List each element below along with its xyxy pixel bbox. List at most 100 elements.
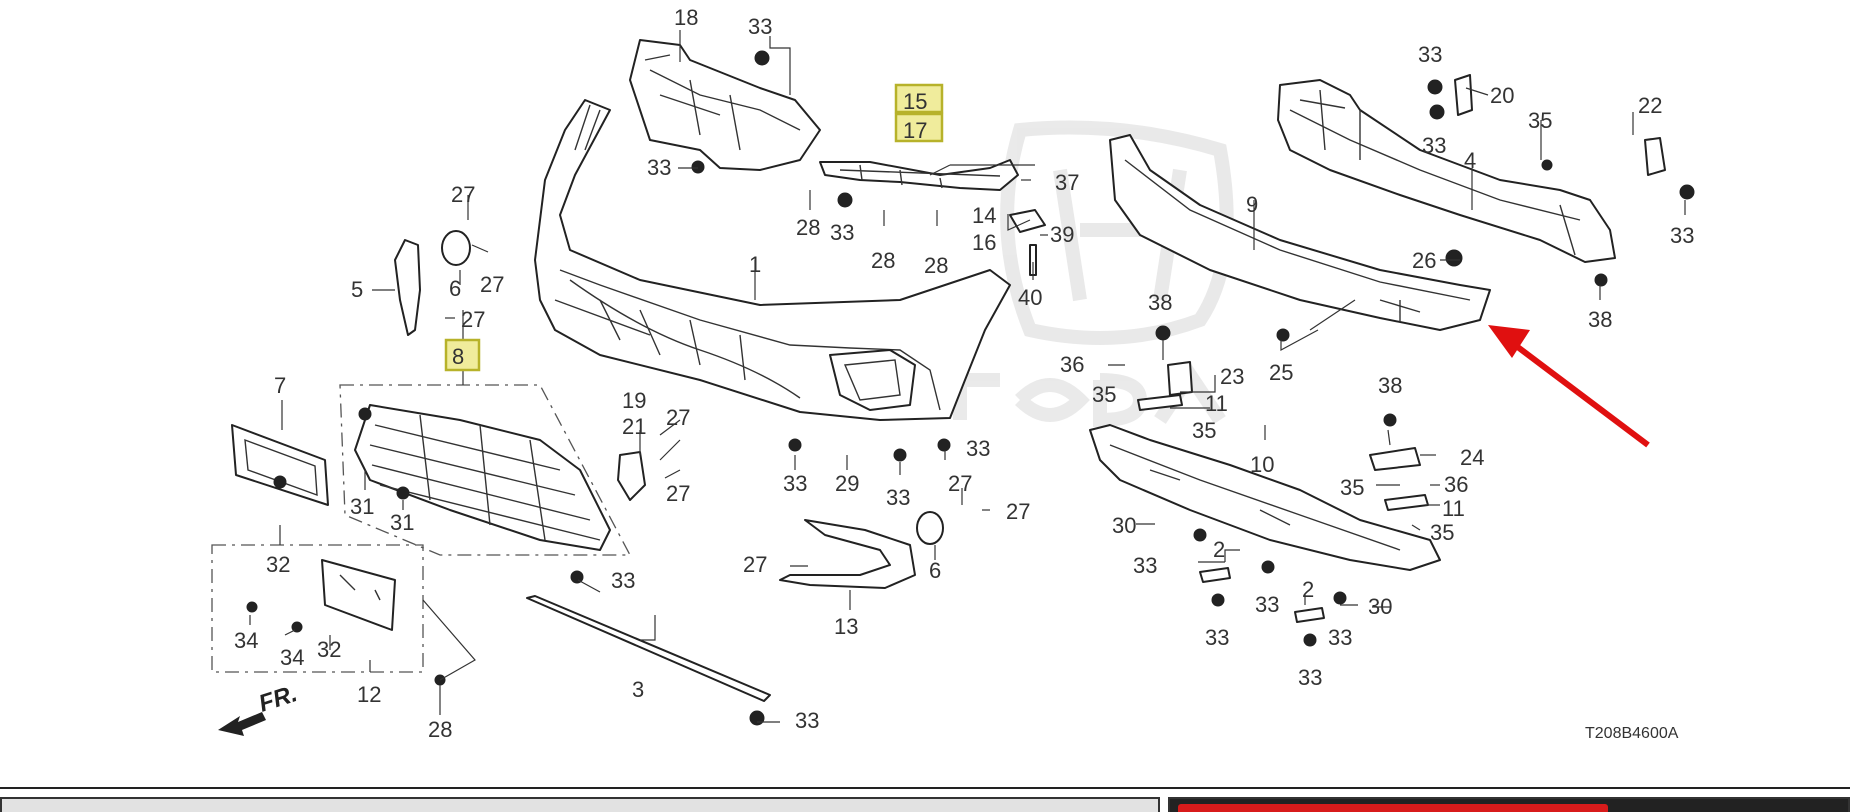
callout-33: 33 [783,471,807,496]
part-9-absorber[interactable] [1109,134,1491,331]
callout-32: 32 [266,552,290,577]
callout-28: 28 [428,717,452,742]
part-7-license-base[interactable] [231,424,329,506]
callout-35: 35 [1528,108,1552,133]
red-pointer-arrow [1488,325,1650,448]
callout-5: 5 [351,277,363,302]
callout-12: 12 [357,682,381,707]
callout-33: 33 [1422,133,1446,158]
callout-27: 27 [666,405,690,430]
callout-labels: 18 33 33 1 15 17 37 28 33 28 28 14 16 39… [234,5,1694,742]
callout-26: 26 [1412,248,1436,273]
callout-13: 13 [834,614,858,639]
callout-11: 11 [1442,496,1465,521]
callout-11: 11 [1205,391,1228,416]
callout-30: 30 [1368,594,1392,619]
callout-36: 36 [1444,472,1468,497]
bottom-red-button[interactable] [1178,804,1608,812]
part-18-upper-bracket[interactable] [629,39,821,171]
callout-2: 2 [1302,577,1314,602]
callout-33: 33 [1205,625,1229,650]
callout-33: 33 [886,485,910,510]
callout-27: 27 [461,307,485,332]
callout-21: 21 [622,414,646,439]
callout-36: 36 [1060,352,1084,377]
callout-33: 33 [1328,625,1352,650]
callout-3: 3 [632,677,644,702]
callout-27: 27 [743,552,767,577]
callout-33: 33 [1418,42,1442,67]
part-23-bracket[interactable] [1167,361,1193,396]
callout-6: 6 [929,558,941,583]
front-label: FR. [256,680,301,718]
highlight-8 [444,338,481,372]
callout-15: 15 [903,89,927,114]
callout-27: 27 [480,272,504,297]
callout-30: 30 [1112,513,1136,538]
callout-9: 9 [1246,192,1258,217]
part-6-cap-upper[interactable] [441,230,471,266]
callout-38: 38 [1588,307,1612,332]
callout-20: 20 [1490,83,1514,108]
callout-28: 28 [924,253,948,278]
callout-14: 14 [972,203,996,228]
callout-23: 23 [1220,364,1244,389]
part-19-21-clip[interactable] [617,451,646,501]
callout-10: 10 [1250,452,1274,477]
callout-25: 25 [1269,360,1293,385]
bottom-panel-left[interactable] [0,797,1160,812]
part-8-grille-assembly[interactable] [339,384,632,556]
callout-40: 40 [1018,285,1042,310]
callout-27: 27 [948,471,972,496]
part-12-plate-kit[interactable] [211,544,424,673]
part-40-clip[interactable] [1029,244,1037,276]
part-13-fog-garnish[interactable] [779,519,916,589]
callout-34: 34 [234,628,258,653]
callout-37: 37 [1055,170,1079,195]
callout-38: 38 [1148,290,1172,315]
callout-33: 33 [1255,592,1279,617]
callout-18: 18 [674,5,698,30]
callout-27: 27 [1006,499,1030,524]
callout-8: 8 [452,344,464,369]
fastener-screws [246,50,1695,726]
callout-17: 17 [903,118,927,143]
callout-33: 33 [647,155,671,180]
callout-2: 2 [1213,537,1225,562]
part-20-bracket[interactable] [1454,74,1473,116]
part-6-cap-lower[interactable] [916,511,944,545]
callout-24: 24 [1460,445,1484,470]
part-5-side-trim[interactable] [394,239,421,336]
callout-34: 34 [280,645,304,670]
callout-38: 38 [1378,373,1402,398]
callout-31: 31 [390,510,414,535]
part-10-undercover[interactable] [1089,424,1441,571]
part-22-bracket[interactable] [1644,137,1666,176]
part-24-bracket[interactable] [1369,447,1421,471]
callout-28: 28 [871,248,895,273]
part-2-clip[interactable] [1199,567,1325,623]
callout-27: 27 [666,481,690,506]
callout-33: 33 [830,220,854,245]
callout-33: 33 [1133,553,1157,578]
callout-33: 33 [966,436,990,461]
callout-4: 4 [1464,148,1476,173]
part-1-front-bumper[interactable] [534,99,1011,421]
window-divider [0,787,1850,789]
part-4-bumper-beam[interactable] [1277,79,1616,263]
leader-lines [249,30,1686,723]
callout-35: 35 [1340,475,1364,500]
callout-27: 27 [451,182,475,207]
callout-33: 33 [795,708,819,733]
callout-33: 33 [611,568,635,593]
part-15-17-bracket-strip[interactable] [819,159,1019,191]
callout-35: 35 [1192,418,1216,443]
callout-6: 6 [449,276,461,301]
callout-35: 35 [1430,520,1454,545]
callout-33: 33 [1670,223,1694,248]
parts-diagram: FR. 18 33 33 1 15 17 37 28 33 28 28 14 1… [211,5,1695,742]
callout-35: 35 [1092,382,1116,407]
diagram-code: T208B4600A [1585,725,1679,742]
part-3-lower-trim[interactable] [526,595,771,702]
callout-7: 7 [274,373,286,398]
